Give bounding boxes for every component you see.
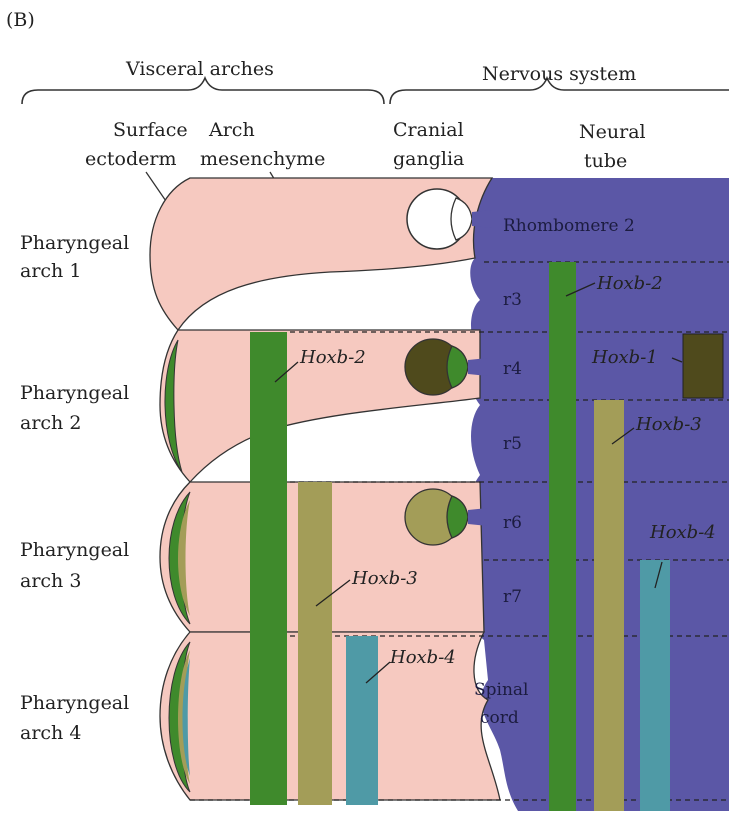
hoxb2-tube-bar <box>549 262 576 811</box>
arch-3-label-1: Pharyngeal <box>20 539 129 561</box>
cranial-ganglia-label-2: ganglia <box>393 148 464 170</box>
surface-ectoderm-label-1: Surface <box>113 119 188 141</box>
segment-spinal-1: Spinal <box>474 680 529 700</box>
arch-mesenchyme-label-1: Arch <box>208 119 255 141</box>
arch-2-label-1: Pharyngeal <box>20 382 129 404</box>
hoxb3-arch-bar <box>298 482 332 805</box>
hoxb3-tube-bar <box>594 400 624 811</box>
hoxb4-tube-bar <box>640 560 670 811</box>
visceral-arches-header: Visceral arches <box>125 58 274 80</box>
nervous-system-header: Nervous system <box>482 63 636 85</box>
cranial-ganglia-label-1: Cranial <box>393 119 464 141</box>
segment-r3: r3 <box>503 290 522 310</box>
segment-rhombomere-2: Rhombomere 2 <box>503 216 635 236</box>
hoxb4-arch-bar <box>346 636 378 805</box>
hoxb3-tube-label: Hoxb-3 <box>635 414 702 435</box>
hoxb4-arch-label: Hoxb-4 <box>389 647 456 668</box>
segment-r4: r4 <box>503 359 522 379</box>
arch-mesenchyme-label-2: mesenchyme <box>200 148 325 170</box>
arch-2-label-2: arch 2 <box>20 412 81 434</box>
segment-r7: r7 <box>503 587 522 607</box>
segment-r6: r6 <box>503 513 522 533</box>
arch-3-label-2: arch 3 <box>20 570 81 592</box>
arch-4-label-1: Pharyngeal <box>20 692 129 714</box>
neural-tube-label-2: tube <box>584 150 627 172</box>
arch-1-label-1: Pharyngeal <box>20 232 129 254</box>
segment-r5: r5 <box>503 434 522 454</box>
segment-spinal-2: cord <box>480 708 519 728</box>
visceral-arches-brace <box>22 78 384 104</box>
arch-1-label-2: arch 1 <box>20 260 81 282</box>
hoxb2-arch-bar <box>250 332 287 805</box>
arch-4-label-2: arch 4 <box>20 722 81 744</box>
hoxb1-tube-bar <box>683 334 723 398</box>
hoxb2-arch-label: Hoxb-2 <box>299 347 366 368</box>
hoxb1-tube-label: Hoxb-1 <box>591 347 658 368</box>
neural-tube-label-1: Neural <box>579 121 646 143</box>
hoxb3-arch-label: Hoxb-3 <box>351 568 418 589</box>
surface-ectoderm-leader <box>146 172 168 204</box>
hoxb4-tube-label: Hoxb-4 <box>649 522 716 543</box>
panel-label: (B) <box>6 9 35 31</box>
surface-ectoderm-label-2: ectoderm <box>85 148 176 170</box>
hoxb2-tube-label: Hoxb-2 <box>596 273 663 294</box>
